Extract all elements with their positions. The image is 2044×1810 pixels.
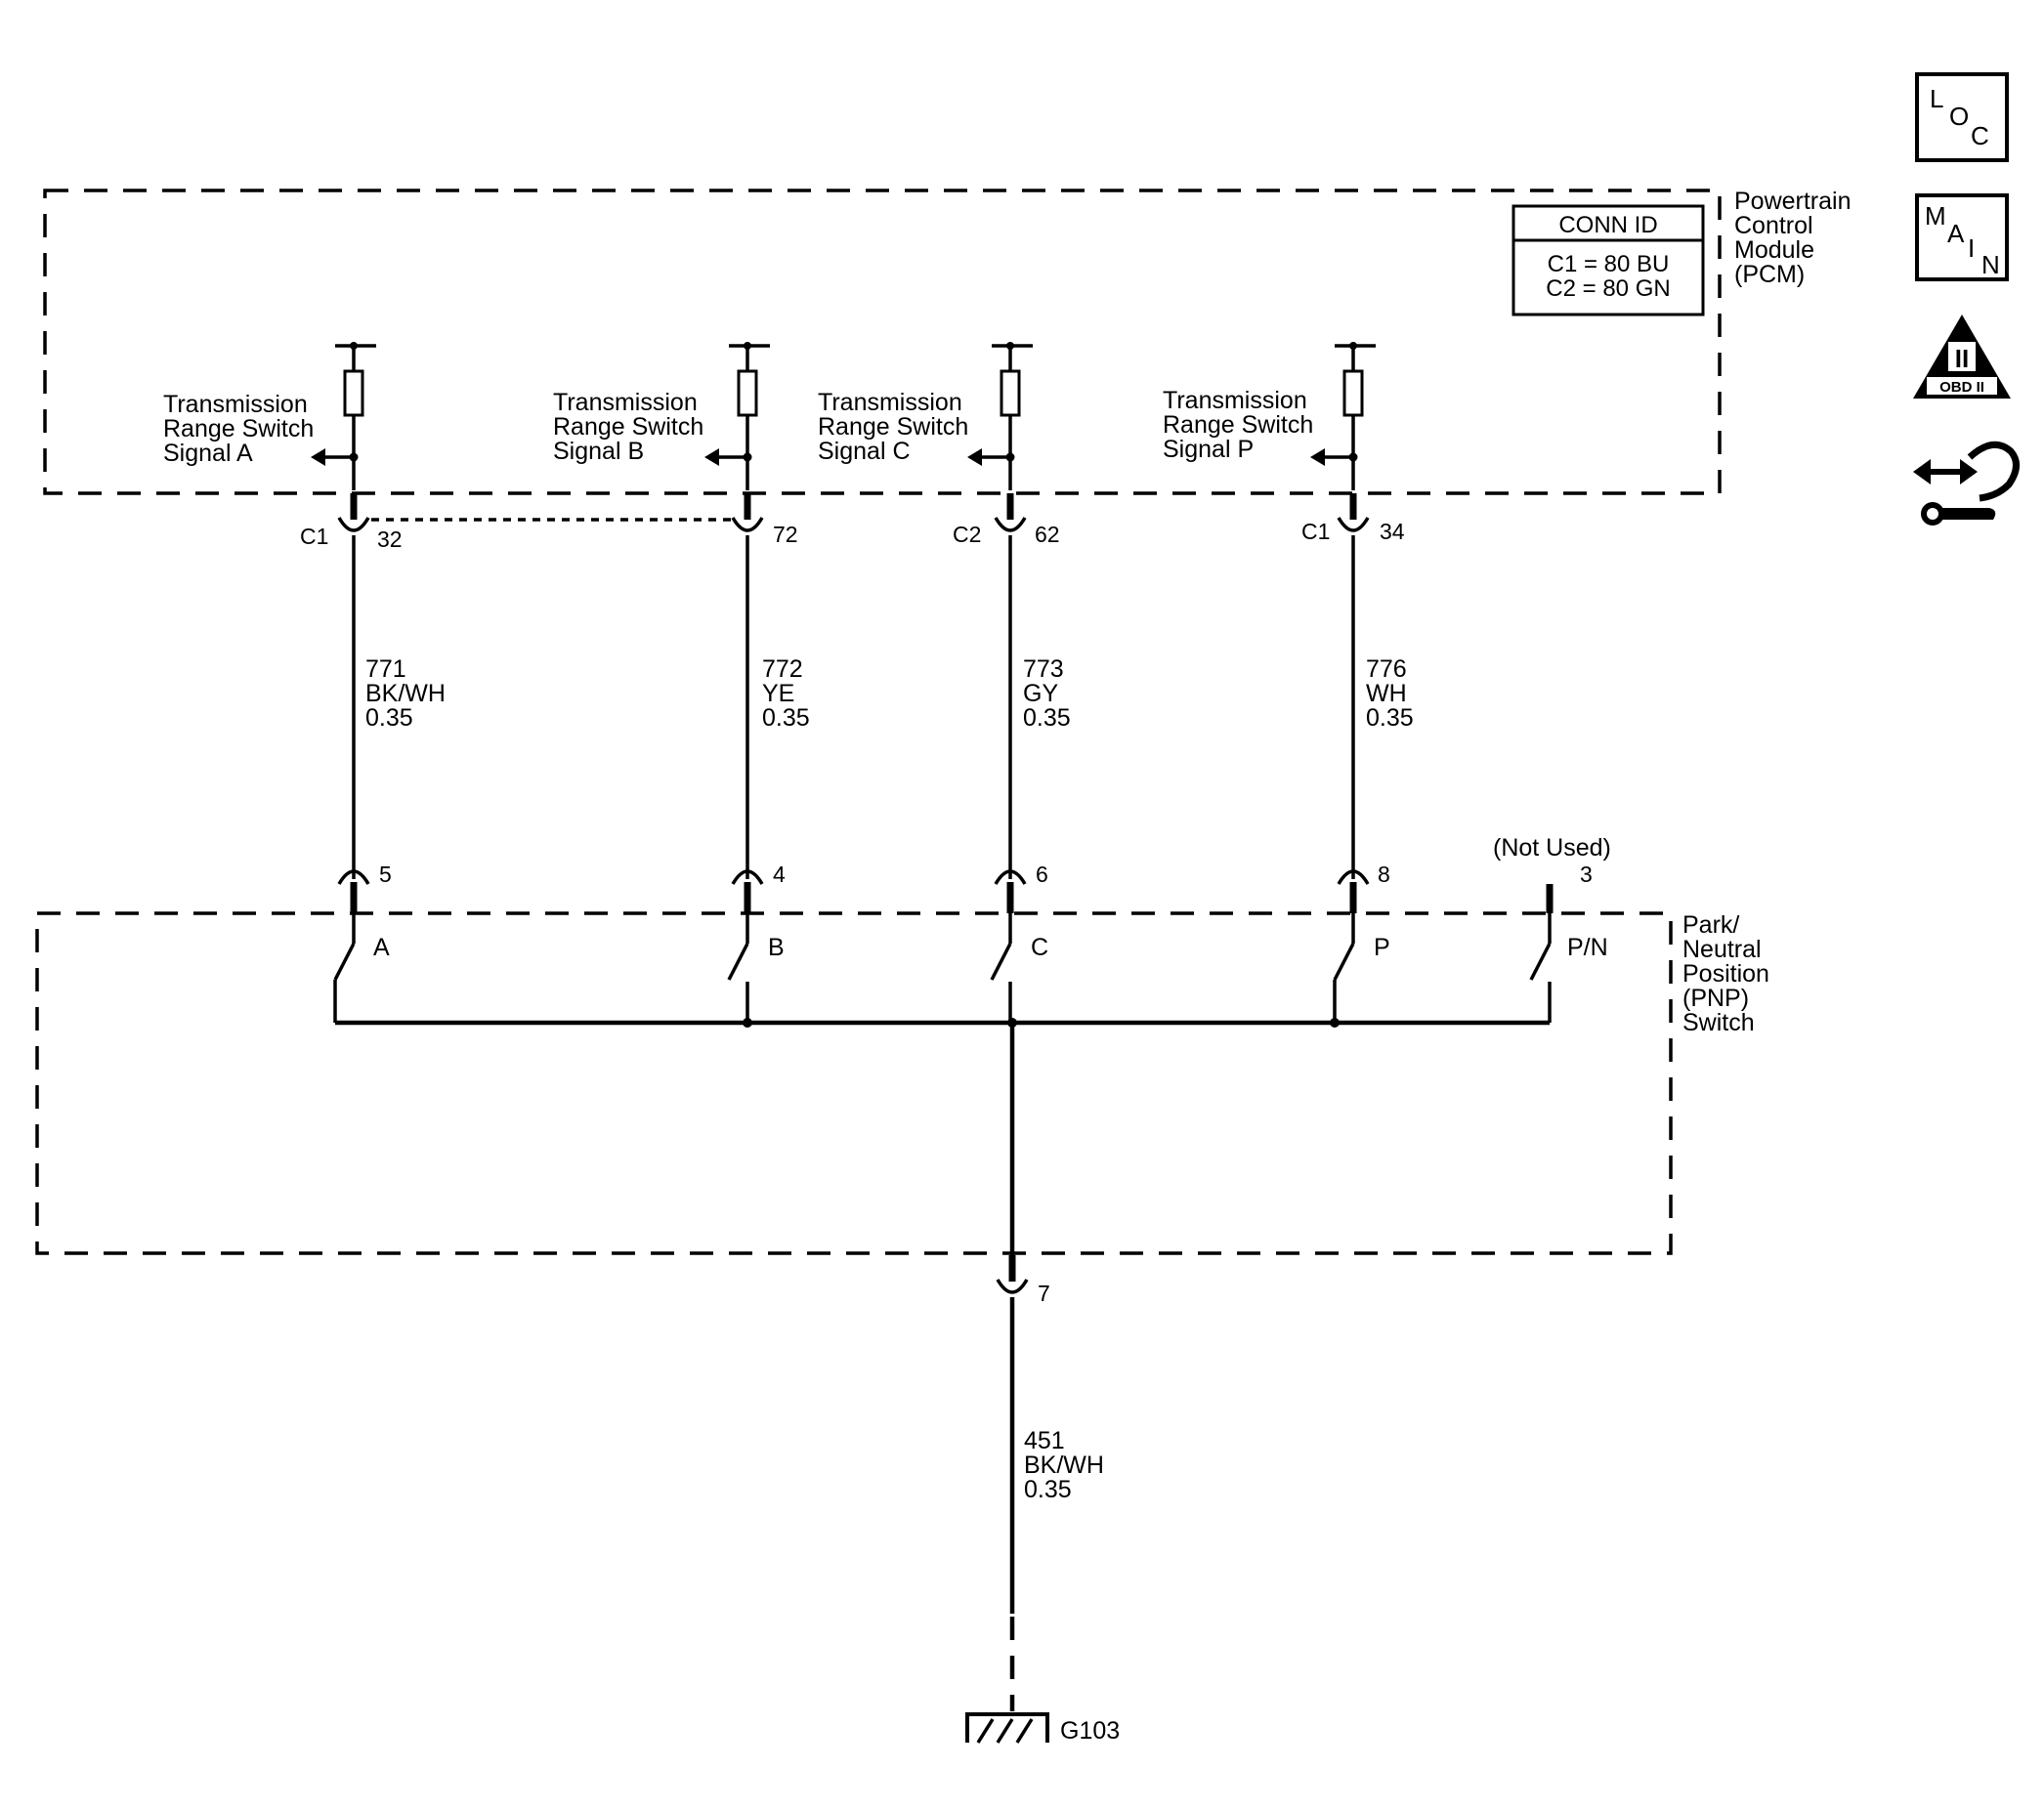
wire-776-color: WH <box>1366 680 1407 707</box>
signal-b-line-1: Transmission <box>553 389 698 416</box>
wire-776-gauge: 0.35 <box>1366 704 1414 732</box>
pnp-connector-5 <box>337 869 370 913</box>
svg-text:M: M <box>1925 201 1946 231</box>
pcm-conn-p: C1 <box>1301 519 1330 544</box>
wire-772-gauge: 0.35 <box>762 704 810 732</box>
pnp-name-4: (PNP) <box>1682 985 1749 1012</box>
pnp-pin-7: 7 <box>1038 1281 1050 1306</box>
pcm-name-3: Module <box>1734 236 1814 264</box>
pcm-connector-b <box>731 493 764 532</box>
signal-c-line-3: Signal C <box>818 438 911 465</box>
wire-772-circuit: 772 <box>762 655 803 683</box>
svg-text:A: A <box>1947 219 1965 248</box>
pcm-connector-c <box>994 493 1027 532</box>
pnp-name-1: Park/ <box>1682 911 1739 939</box>
ground-g103-icon <box>965 1712 1049 1744</box>
pcm-connector-a <box>337 493 370 532</box>
switch-p <box>1333 913 1355 1023</box>
pcm-pin-p: 34 <box>1380 519 1405 544</box>
switch-pn <box>1529 913 1552 1023</box>
svg-text:II: II <box>1955 344 1969 373</box>
pcm-pin-b: 72 <box>773 522 798 547</box>
signal-b-line-2: Range Switch <box>553 413 703 441</box>
pnp-pin-5: 5 <box>379 862 392 887</box>
wire-771-gauge: 0.35 <box>365 704 413 732</box>
pnp-name-3: Position <box>1682 960 1769 988</box>
signal-a-line-1: Transmission <box>163 391 308 418</box>
pcm-conn-a: C1 <box>300 524 328 549</box>
connector-hand-icon[interactable] <box>1913 441 2020 526</box>
switch-c <box>990 913 1012 1023</box>
signal-b-line-3: Signal B <box>553 438 644 465</box>
pnp-name-2: Neutral <box>1682 936 1762 963</box>
pnp-connector-8 <box>1337 869 1370 913</box>
svg-text:L: L <box>1930 84 1943 113</box>
signal-c-line-2: Range Switch <box>818 413 968 441</box>
not-used-label: (Not Used) <box>1493 834 1611 862</box>
switch-c-label: C <box>1031 934 1048 961</box>
pnp-pin-3: 3 <box>1580 862 1593 887</box>
svg-text:N: N <box>1981 250 2000 279</box>
pcm-input-c <box>967 342 1033 490</box>
switch-b <box>727 913 749 1023</box>
svg-text:O: O <box>1949 102 1969 131</box>
pcm-input-p <box>1310 342 1376 490</box>
signal-a-line-3: Signal A <box>163 440 253 467</box>
signal-p-line-2: Range Switch <box>1163 411 1313 439</box>
pnp-pin-8: 8 <box>1378 862 1390 887</box>
pcm-connector-p <box>1337 493 1370 532</box>
pcm-name-4: (PCM) <box>1734 261 1805 288</box>
signal-c-line-1: Transmission <box>818 389 962 416</box>
signal-a-line-2: Range Switch <box>163 415 314 442</box>
pnp-connector-7 <box>996 1255 1029 1294</box>
conn-id-box: CONN ID C1 = 80 BU C2 = 80 GN <box>1512 204 1705 316</box>
svg-text:OBD II: OBD II <box>1939 379 1984 396</box>
wire-776-circuit: 776 <box>1366 655 1407 683</box>
wire-451-gauge: 0.35 <box>1024 1476 1072 1503</box>
conn-id-row-1: C1 = 80 BU <box>1548 251 1670 277</box>
pnp-pin-4: 4 <box>773 862 786 887</box>
pcm-name-1: Powertrain <box>1734 188 1852 215</box>
switch-p-label: P <box>1374 934 1390 961</box>
wire-773-circuit: 773 <box>1023 655 1064 683</box>
wire-771-circuit: 771 <box>365 655 406 683</box>
pcm-box <box>43 189 1722 495</box>
switch-b-label: B <box>768 934 785 961</box>
pnp-name-5: Switch <box>1682 1009 1755 1036</box>
pcm-input-b <box>704 342 770 490</box>
signal-p-line-3: Signal P <box>1163 436 1254 463</box>
switch-a <box>333 913 356 1023</box>
wire-773-color: GY <box>1023 680 1058 707</box>
switch-a-label: A <box>373 934 390 961</box>
switch-pn-label: P/N <box>1567 934 1608 961</box>
loc-icon[interactable]: L O C <box>1915 72 2009 162</box>
pcm-input-a <box>311 342 376 490</box>
wire-771-color: BK/WH <box>365 680 446 707</box>
pcm-name-2: Control <box>1734 212 1813 239</box>
svg-text:I: I <box>1968 233 1975 263</box>
obd2-icon[interactable]: II OBD II <box>1913 315 2011 399</box>
pcm-pin-a: 32 <box>377 526 403 552</box>
wire-773-gauge: 0.35 <box>1023 704 1071 732</box>
pcm-pin-c: 62 <box>1035 522 1060 547</box>
pnp-connector-4 <box>731 869 764 913</box>
conn-id-header: CONN ID <box>1558 212 1657 238</box>
ground-label: G103 <box>1060 1717 1120 1745</box>
pnp-switch-box <box>35 911 1673 1255</box>
pcm-conn-c: C2 <box>953 522 981 547</box>
signal-p-line-1: Transmission <box>1163 387 1307 414</box>
pnp-connector-6 <box>994 869 1027 913</box>
pnp-pin-6: 6 <box>1036 862 1048 887</box>
conn-id-row-2: C2 = 80 GN <box>1546 275 1670 302</box>
wire-451-circuit: 451 <box>1024 1427 1065 1454</box>
wire-772-color: YE <box>762 680 794 707</box>
svg-text:C: C <box>1971 121 1989 150</box>
wire-451-color: BK/WH <box>1024 1452 1104 1479</box>
main-icon[interactable]: M A I N <box>1915 193 2009 281</box>
